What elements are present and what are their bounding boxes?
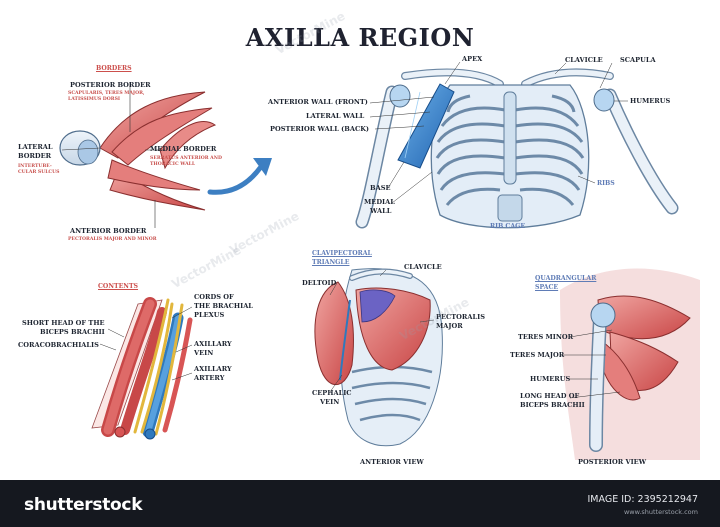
- short-head-label2: BICEPS BRACHII: [40, 329, 105, 336]
- quadrangular-label1: QUADRANGULAR: [535, 276, 596, 282]
- posterior-border-sub2: LATISSIMUS DORSI: [68, 98, 120, 103]
- clavicle-label: CLAVICLE: [565, 57, 603, 64]
- anterior-clavicle-label: CLAVICLE: [404, 264, 442, 271]
- posterior-view-caption: POSTERIOR VIEW: [578, 459, 646, 466]
- posterior-wall-label: POSTERIOR WALL (BACK): [270, 126, 369, 133]
- cephalic-vein-label2: VEIN: [320, 399, 339, 406]
- cords-label3: PLEXUS: [194, 312, 224, 319]
- contents-heading: CONTENTS: [98, 284, 138, 290]
- diagram-canvas: AXILLA REGION BORDERS POSTERIOR BORDER S…: [0, 0, 720, 480]
- lateral-border-sub1: INTERTUBE-: [18, 165, 52, 170]
- anterior-wall-label: ANTERIOR WALL (FRONT): [268, 99, 368, 106]
- clavipectoral-label1: CLAVIPECTORAL: [312, 251, 372, 257]
- cords-label2: THE BRACHIAL: [194, 303, 253, 310]
- axillary-artery-label2: ARTERY: [194, 375, 224, 382]
- posterior-border-label: POSTERIOR BORDER: [70, 82, 151, 89]
- anterior-view-illustration: [315, 269, 442, 446]
- posterior-border-sub1: SCAPULARIS, TERES MAJOR,: [68, 92, 145, 97]
- medial-border-label: MEDIAL BORDER: [150, 146, 216, 153]
- clavipectoral-label2: TRIANGLE: [312, 260, 349, 266]
- medial-wall-label2: WALL: [370, 208, 391, 215]
- scapula-label: SCAPULA: [620, 57, 656, 64]
- coracobrachialis-label: CORACOBRACHIALIS: [18, 342, 99, 349]
- short-head-label1: SHORT HEAD OF THE: [22, 320, 105, 327]
- humerus-label: HUMERUS: [630, 98, 670, 105]
- teres-minor-label: TERES MINOR: [518, 334, 573, 341]
- axillary-vein-label2: VEIN: [194, 350, 213, 357]
- posterior-view-illustration: [560, 269, 700, 460]
- borders-illustration: [60, 82, 272, 228]
- ribs-label: RIBS: [597, 181, 615, 187]
- pectoralis-label2: MAJOR: [436, 323, 463, 330]
- deltoid-label: DELTOID: [302, 280, 336, 287]
- long-head-label1: LONG HEAD OF: [520, 393, 579, 400]
- long-head-label2: BICEPS BRACHII: [520, 402, 585, 409]
- rib-cage-label: RIB CAGE: [490, 224, 525, 230]
- cords-label1: CORDS OF: [194, 294, 234, 301]
- footer-bar: shutterstock IMAGE ID: 2395212947 www.sh…: [0, 480, 720, 527]
- anterior-border-sub: PECTORALIS MAJOR AND MINOR: [68, 238, 157, 243]
- medial-border-sub2: THORACIC WALL: [150, 163, 195, 168]
- contents-illustration: [92, 300, 192, 439]
- image-id: IMAGE ID: 2395212947: [588, 494, 699, 505]
- rib-cage-illustration: [362, 62, 672, 228]
- quadrangular-label2: SPACE: [535, 285, 558, 291]
- posterior-humerus-label: HUMERUS: [530, 376, 570, 383]
- apex-label: APEX: [462, 56, 482, 63]
- base-label: BASE: [370, 185, 390, 192]
- medial-border-sub1: SERRATUS ANTERIOR AND: [150, 157, 222, 162]
- anterior-border-label: ANTERIOR BORDER: [70, 228, 146, 235]
- borders-heading: BORDERS: [96, 66, 132, 72]
- lateral-border-sub2: CULAR SULCUS: [18, 171, 59, 176]
- teres-major-label: TERES MAJOR: [510, 352, 564, 359]
- axillary-vein-label1: AXILLARY: [194, 341, 232, 348]
- lateral-wall-label: LATERAL WALL: [306, 113, 364, 120]
- cephalic-vein-label1: CEPHALIC: [312, 390, 352, 397]
- axillary-artery-label1: AXILLARY: [194, 366, 232, 373]
- site-url[interactable]: www.shutterstock.com: [624, 508, 698, 516]
- lateral-border-label1: LATERAL: [18, 144, 53, 151]
- medial-wall-label1: MEDIAL: [364, 199, 395, 206]
- lateral-border-label2: BORDER: [18, 153, 51, 160]
- shutterstock-logo[interactable]: shutterstock: [24, 495, 142, 515]
- anterior-view-caption: ANTERIOR VIEW: [360, 459, 424, 466]
- page-title: AXILLA REGION: [0, 26, 720, 50]
